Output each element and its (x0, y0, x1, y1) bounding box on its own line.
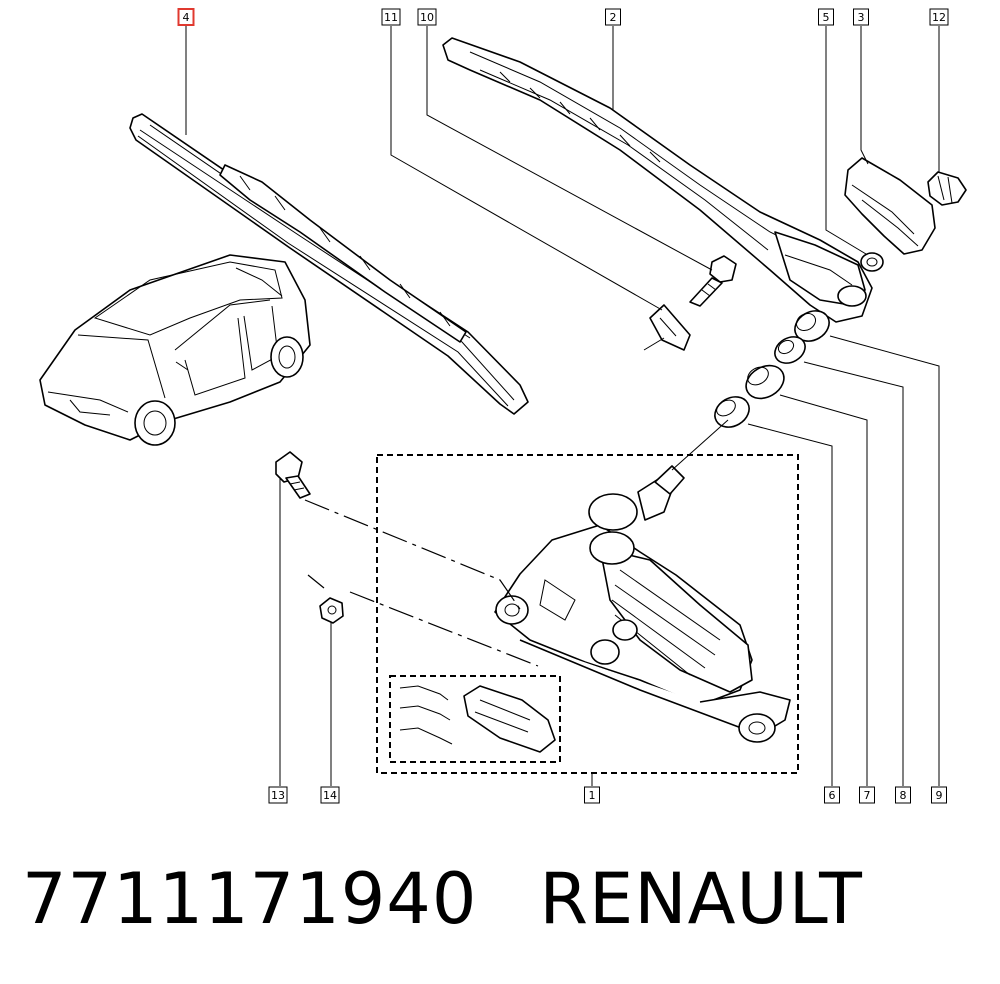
callout-1: 1 (584, 786, 600, 804)
callout-4: 4 (177, 8, 195, 26)
motor-nut (319, 597, 344, 624)
callout-box (931, 786, 947, 804)
callout-number: 8 (900, 789, 907, 802)
callout-9: 9 (931, 786, 947, 804)
callout-number: 6 (829, 789, 836, 802)
wiper-blade (129, 113, 529, 415)
callout-number: 2 (610, 11, 617, 24)
arm-bolt (689, 255, 737, 307)
car-illustration (39, 254, 311, 446)
callout-number: 12 (932, 11, 946, 24)
callout-box (818, 8, 834, 26)
callout-number: 5 (823, 11, 830, 24)
callout-labels: 4 11 10 2 5 3 12 13 14 1 6 7 8 9 (177, 8, 949, 804)
arm-nut (860, 252, 884, 272)
callout-box (268, 786, 288, 804)
grommet (649, 304, 691, 351)
callout-number: 3 (858, 11, 865, 24)
callout-number: 14 (323, 789, 337, 802)
callout-7: 7 (859, 786, 875, 804)
wiper-arm (442, 37, 873, 323)
callout-number: 13 (271, 789, 285, 802)
callout-box (895, 786, 911, 804)
callout-11: 11 (381, 8, 401, 26)
callout-number: 4 (183, 11, 190, 24)
callout-box (320, 786, 340, 804)
callout-number: 10 (420, 11, 434, 24)
callout-box (853, 8, 869, 26)
callout-box (605, 8, 621, 26)
callout-box (824, 786, 840, 804)
callout-5: 5 (818, 8, 834, 26)
shaft-nut-stack (714, 310, 830, 428)
part-caption: 7711171940 RENAULT (22, 858, 863, 940)
callout-8: 8 (895, 786, 911, 804)
callout-number: 11 (384, 11, 398, 24)
callout-box (584, 786, 600, 804)
callout-10: 10 (417, 8, 437, 26)
callout-number: 7 (864, 789, 871, 802)
callout-2: 2 (605, 8, 621, 26)
callout-box (177, 8, 195, 26)
callout-3: 3 (853, 8, 869, 26)
motor-assembly-frame (376, 454, 799, 774)
callout-number: 1 (589, 789, 596, 802)
callout-number: 9 (936, 789, 943, 802)
wiper-motor (494, 419, 791, 743)
callout-14: 14 (320, 786, 340, 804)
arm-cover (844, 157, 936, 255)
callout-6: 6 (824, 786, 840, 804)
callout-box (929, 8, 949, 26)
connector-kit (399, 685, 556, 753)
leader-lines (185, 26, 940, 786)
callout-13: 13 (268, 786, 288, 804)
arm-cap (927, 171, 967, 206)
callout-12: 12 (929, 8, 949, 26)
callout-box (859, 786, 875, 804)
callout-box (417, 8, 437, 26)
part-number: 7711171940 (22, 858, 478, 940)
callout-box (381, 8, 401, 26)
motor-bolt (275, 451, 311, 499)
connector-kit-frame (389, 675, 561, 763)
brand-name: RENAULT (539, 858, 863, 940)
